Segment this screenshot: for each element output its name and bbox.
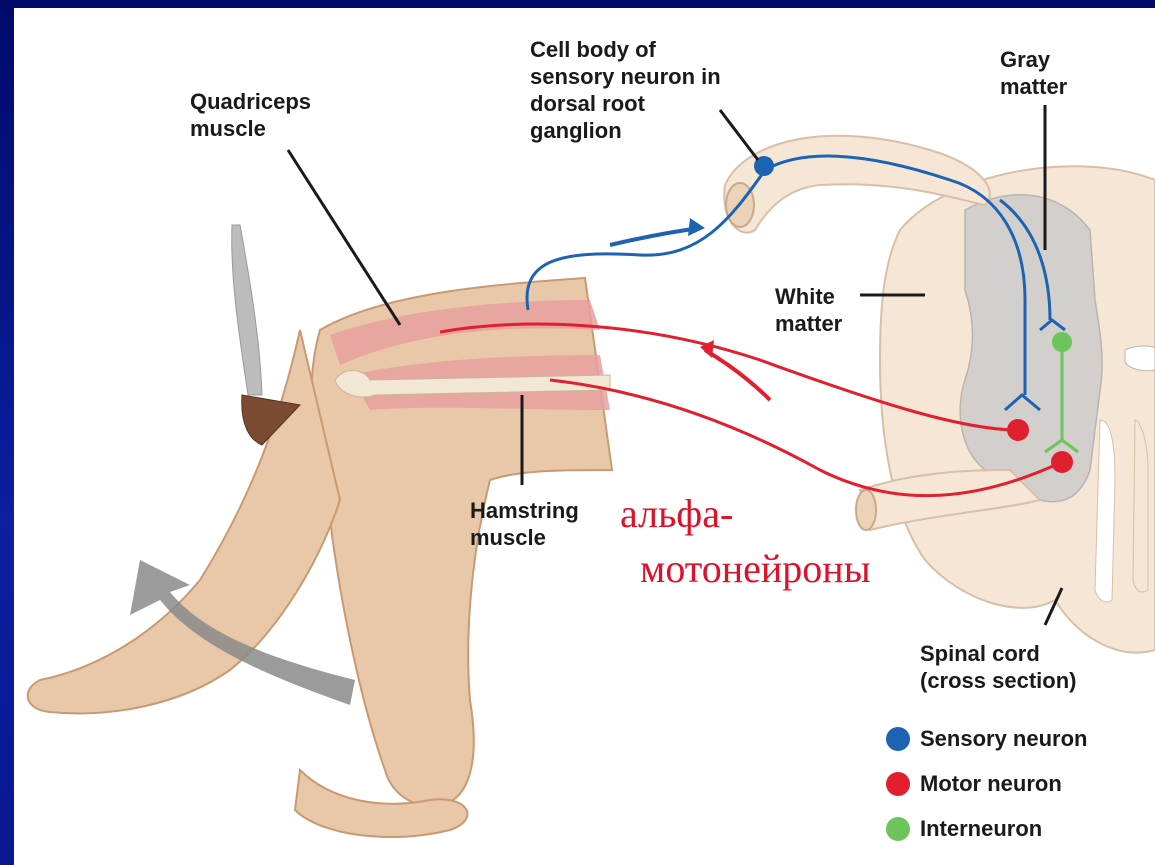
legend-label: Motor neuron <box>920 771 1062 797</box>
legend-motor: Motor neuron <box>886 771 1062 797</box>
sensory-color-icon <box>886 727 910 751</box>
hamstring-label: Hamstring muscle <box>470 497 579 551</box>
legend-label: Sensory neuron <box>920 726 1087 752</box>
quadriceps-label: Quadriceps muscle <box>190 88 311 142</box>
leg <box>28 278 612 837</box>
alpha-label-line2: мотонейроны <box>640 545 871 593</box>
reflex-hammer <box>232 225 300 445</box>
spinal-cord <box>880 166 1155 652</box>
legend-interneuron: Interneuron <box>886 816 1042 842</box>
motor-color-icon <box>886 772 910 796</box>
legend-label: Interneuron <box>920 816 1042 842</box>
alpha-label-line1: альфа- <box>620 490 733 538</box>
cell-body-label: Cell body of sensory neuron in dorsal ro… <box>530 36 721 144</box>
legend-sensory: Sensory neuron <box>886 726 1087 752</box>
spinal-cord-label: Spinal cord (cross section) <box>920 640 1077 694</box>
gray-matter-label: Gray matter <box>1000 46 1067 100</box>
white-matter-label: White matter <box>775 283 842 337</box>
interneuron-color-icon <box>886 817 910 841</box>
